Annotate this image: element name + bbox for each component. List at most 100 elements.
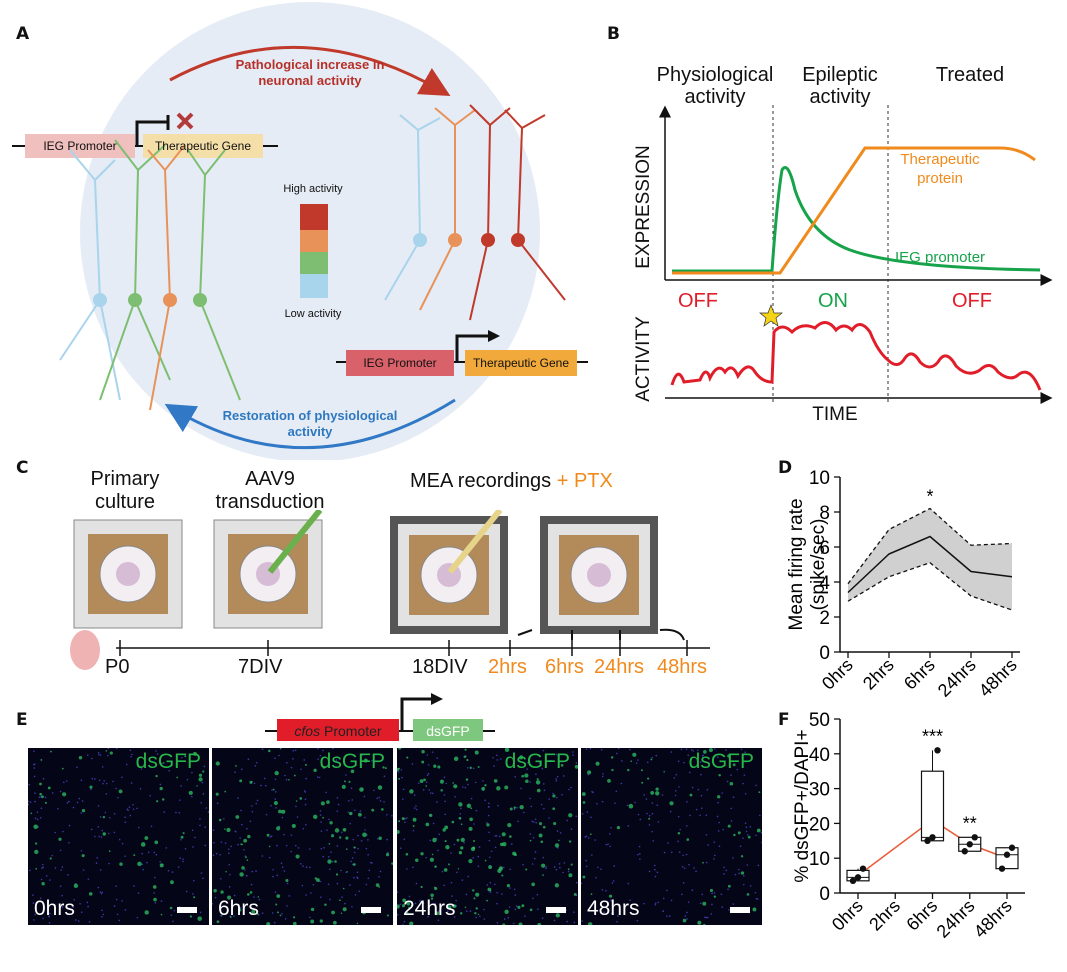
data-point <box>929 834 936 841</box>
tick-18div: 18DIV <box>412 656 468 678</box>
therapeutic-protein-label: Therapeutic protein <box>900 151 980 187</box>
data-point <box>924 837 931 844</box>
y-axis-label-line1: Mean firing rate <box>786 498 807 630</box>
panel-label-f: F <box>778 710 790 730</box>
y-tick-label: 10 <box>809 849 830 870</box>
data-point <box>1003 851 1011 858</box>
time-axis-label: TIME <box>812 404 858 425</box>
x-tick-label: 24hrs <box>934 655 980 701</box>
y-tick-label: 2 <box>819 608 830 629</box>
significance-marker: * <box>926 487 933 507</box>
data-point <box>961 848 968 855</box>
data-point <box>934 747 941 754</box>
timepoint-label: 48hrs <box>587 897 640 920</box>
cell-speckle <box>28 748 209 924</box>
mean-line <box>847 535 1013 594</box>
dsgfp-label: dsGFP <box>319 750 385 773</box>
panel-e-construct <box>265 693 495 741</box>
y-tick-label: 0 <box>819 643 830 664</box>
blocked-x-icon <box>176 112 194 130</box>
tick-7div: 7DIV <box>238 656 283 678</box>
scale-bar <box>730 907 750 913</box>
mea-chip-3 <box>390 510 508 634</box>
y-tick-label: 6 <box>819 538 830 559</box>
y-tick-label: 10 <box>809 468 830 489</box>
pathological-increase-label: Pathological increase in neuronal activi… <box>235 57 385 88</box>
mea-chip-2 <box>213 510 323 629</box>
panel-b-diagram <box>659 105 1053 405</box>
x-tick-label: 48hrs <box>970 896 1016 942</box>
y-tick-label: 0 <box>819 884 830 905</box>
dsgfp-label: dsGFP <box>688 750 754 773</box>
mea-recordings-title: MEA recordings + PTX <box>410 470 613 493</box>
data-point <box>998 865 1006 872</box>
panel-label-a: A <box>16 24 30 44</box>
x-tick-label: 6hrs <box>900 655 939 694</box>
panel-label-e: E <box>16 710 28 730</box>
seizure-star-icon <box>759 304 783 327</box>
tick-2hrs: 2hrs <box>488 656 527 678</box>
box <box>995 847 1019 870</box>
lower-bound-line <box>847 562 1013 611</box>
data-point <box>854 874 862 881</box>
high-activity-label: High activity <box>283 183 343 195</box>
ieg-promoter-label-top: IEG Promoter <box>43 139 117 153</box>
phase-physiological-label: Physiological activity <box>656 64 774 108</box>
scale-bar <box>546 907 566 913</box>
x-tick-label: 24hrs <box>933 896 979 942</box>
panel-label-c: C <box>16 458 29 478</box>
cell-speckle <box>212 748 393 925</box>
therapeutic-gene-box-bottom <box>465 350 577 376</box>
tick-6hrs: 6hrs <box>545 656 584 678</box>
y-tick-label: 8 <box>819 503 830 524</box>
activity-axis-label: ACTIVITY <box>633 316 654 402</box>
confidence-band <box>848 508 1012 610</box>
y-tick-label: 20 <box>809 814 830 835</box>
dsgfp-label: dsGFP <box>504 750 570 773</box>
cell-speckle <box>397 748 578 925</box>
upper-bound-line <box>847 507 1013 585</box>
micrograph-48hrs: dsGFP 48hrs <box>581 748 762 925</box>
state-off-2: OFF <box>952 290 992 312</box>
x-tick-label: 0hrs <box>828 896 867 935</box>
ieg-promoter-curve-label: IEG promoter <box>895 249 986 266</box>
bottom-blue-arrow <box>164 398 456 450</box>
micrograph-6hrs: dsGFP 6hrs <box>212 748 393 925</box>
activity-trace <box>670 321 1042 391</box>
tick-48hrs: 48hrs <box>657 656 708 678</box>
data-point <box>1008 844 1016 851</box>
panel-label-d: D <box>778 458 793 478</box>
panel-label-b: B <box>607 24 620 44</box>
therapeutic-gene-label-top: Therapeutic Gene <box>154 139 252 153</box>
restoration-label: Restoration of physiological activity <box>222 408 398 439</box>
y-tick-label: 40 <box>809 745 830 766</box>
therapeutic-gene-label-bottom: Therapeutic Gene <box>472 356 570 370</box>
y-tick-label: 30 <box>809 780 830 801</box>
ieg-promoter-box-top <box>25 134 135 158</box>
low-activity-label: Low activity <box>284 308 342 320</box>
state-off-1: OFF <box>678 290 718 312</box>
y-tick-label: 4 <box>819 573 830 594</box>
scale-bar <box>361 907 381 913</box>
dsgfp-gene-label: dsGFP <box>426 723 470 739</box>
timepoint-label: 6hrs <box>218 897 259 920</box>
state-on: ON <box>818 290 848 312</box>
ieg-promoter-label-bottom: IEG Promoter <box>363 356 437 370</box>
phase-treated-label: Treated <box>935 64 1005 86</box>
therapeutic-protein-curve <box>672 146 1036 275</box>
scale-bar <box>177 907 197 913</box>
x-tick-label: 2hrs <box>865 896 904 935</box>
dsgfp-label: dsGFP <box>135 750 201 773</box>
significance-marker: ** <box>963 813 977 833</box>
cfos-promoter-label: cfos Promoter <box>294 723 382 739</box>
panel-f-chart: 010203040500hrs2hrs6hrs24hrs48hrs*****% … <box>792 710 1025 942</box>
mea-chip-4 <box>540 516 658 634</box>
box <box>920 770 945 842</box>
neurons-right <box>384 104 566 321</box>
aav9-label: AAV9 transduction <box>215 468 325 513</box>
primary-culture-label: Primary culture <box>90 468 160 513</box>
ptx-label: + PTX <box>556 470 613 492</box>
